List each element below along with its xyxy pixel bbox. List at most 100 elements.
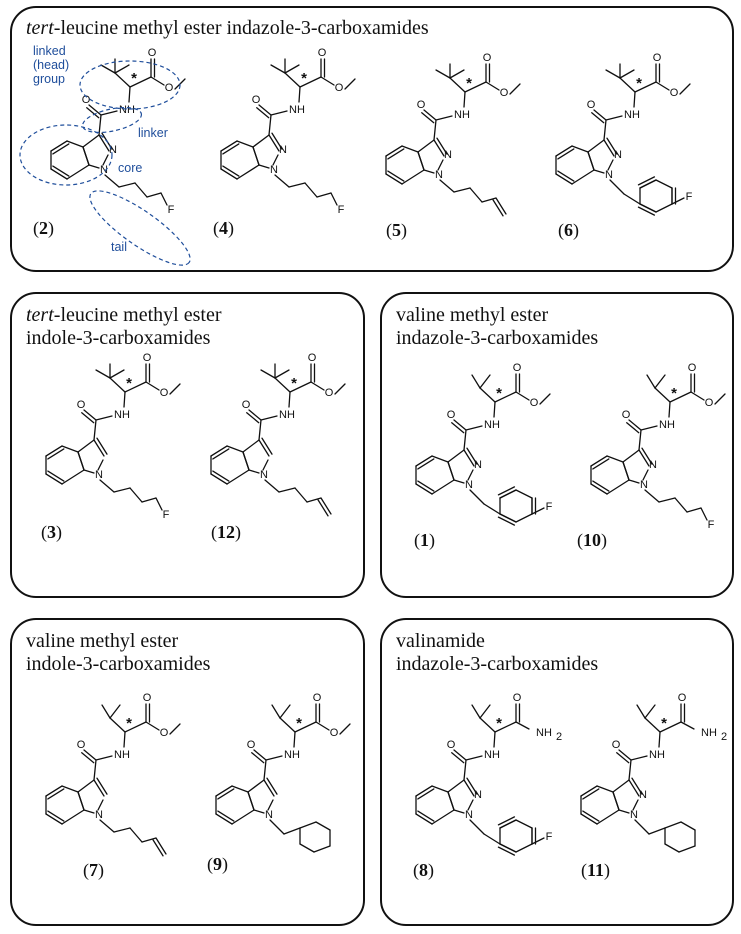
atom-label: O: [500, 87, 509, 99]
bond: [485, 81, 500, 91]
bond: [45, 813, 63, 825]
bond: [283, 827, 301, 835]
bond: [212, 448, 230, 460]
bond: [129, 487, 143, 503]
atom-label: N: [614, 149, 622, 161]
bond: [465, 425, 483, 431]
compound-label: (1): [414, 530, 435, 550]
bond: [509, 83, 521, 95]
bond: [449, 77, 466, 93]
bond: [481, 197, 497, 203]
bond: [385, 145, 403, 157]
atom-label: O: [653, 52, 662, 64]
bond: [100, 64, 116, 74]
bond: [571, 169, 595, 185]
bond: [499, 819, 517, 829]
bond: [262, 459, 269, 471]
bond: [655, 179, 673, 189]
bond: [423, 109, 437, 121]
bond: [680, 721, 695, 730]
bond: [97, 799, 104, 811]
bond: [81, 412, 95, 424]
bond: [639, 203, 657, 213]
bond: [591, 112, 605, 124]
bond: [304, 182, 318, 198]
atom-label: F: [546, 831, 553, 843]
atom-label: O: [318, 47, 327, 59]
bond: [628, 779, 640, 797]
bond: [603, 139, 615, 157]
bond: [605, 69, 621, 79]
bond: [606, 455, 624, 463]
panel-title: valine methyl ester indole-3-carboxamide…: [26, 630, 210, 676]
bond: [258, 164, 270, 169]
bond: [222, 165, 240, 177]
atom-label: 2: [556, 731, 562, 743]
compound-number: 10: [583, 530, 601, 550]
bond: [680, 821, 696, 831]
bond: [134, 182, 148, 198]
atom-label: *: [636, 75, 642, 92]
bond: [47, 788, 65, 800]
bond: [99, 819, 115, 833]
compound-number: 3: [47, 522, 56, 542]
annotation-outline: [81, 106, 143, 134]
bond: [463, 91, 466, 108]
bond: [619, 69, 635, 79]
annotation-text: linked: [33, 44, 66, 58]
panel-valine-indole: [10, 618, 365, 926]
atom-label: O: [612, 739, 621, 751]
atom-label: O: [242, 399, 251, 411]
atom-label: O: [82, 94, 91, 106]
compound-label: (4): [213, 218, 234, 238]
title-text: indazole-3-carboxamides: [396, 327, 599, 349]
bond: [679, 83, 691, 95]
bond: [155, 497, 163, 511]
bond: [471, 374, 481, 389]
atom-label: O: [160, 387, 169, 399]
atom-label: O: [670, 87, 679, 99]
bond: [463, 779, 475, 797]
bond: [628, 419, 642, 431]
bond: [497, 816, 516, 826]
atom-label: N: [444, 149, 452, 161]
bond: [258, 439, 270, 457]
bond: [646, 374, 656, 389]
bond: [678, 845, 696, 853]
atom-label: *: [466, 75, 472, 92]
bond: [417, 458, 435, 470]
atom-label: *: [661, 715, 667, 732]
bond: [469, 819, 485, 835]
bond: [686, 507, 702, 513]
bond: [453, 749, 467, 761]
bond: [253, 749, 267, 761]
bond: [654, 374, 666, 389]
bond: [88, 164, 100, 169]
bond: [113, 487, 131, 493]
bond: [587, 139, 605, 153]
bond: [479, 717, 496, 733]
bond: [253, 809, 265, 814]
bond: [497, 516, 516, 526]
bond: [114, 72, 131, 88]
bond: [654, 387, 671, 403]
bond: [220, 140, 238, 152]
bond: [260, 369, 276, 379]
bond: [66, 140, 84, 148]
annotation-text: group: [33, 72, 65, 86]
atom-label: O: [165, 82, 174, 94]
bond: [231, 785, 249, 793]
bond: [141, 837, 157, 843]
atom-label: *: [126, 375, 132, 392]
bond: [124, 721, 147, 733]
bond: [674, 497, 688, 513]
bond: [664, 821, 682, 829]
compound-label: (12): [211, 522, 241, 542]
bond: [47, 448, 65, 460]
bond: [622, 461, 630, 481]
bond: [146, 192, 162, 198]
atom-label: O: [325, 387, 334, 399]
bond: [431, 455, 449, 463]
bond: [316, 192, 332, 198]
bond: [279, 717, 296, 733]
